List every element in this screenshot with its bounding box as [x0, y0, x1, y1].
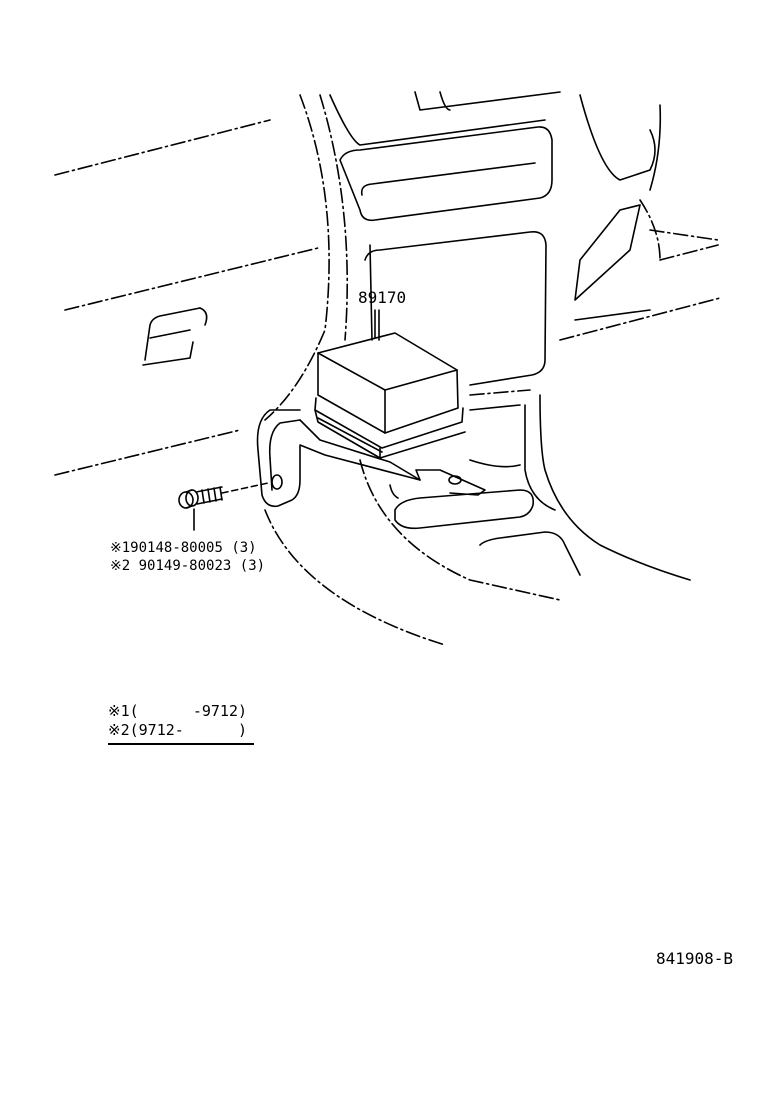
legend-2-range: (9712- ) [129, 721, 248, 739]
part-leader [374, 309, 380, 341]
bolt-callout-2: ※2 90149-80023 (3) [110, 557, 265, 575]
bolt-icon [178, 486, 223, 531]
mounting-bracket [256, 409, 486, 508]
part-number-label: 89170 [358, 288, 407, 307]
legend-1-mark: ※1 [108, 702, 130, 720]
relay-module-box [314, 332, 466, 459]
dashboard-panel-outline [54, 94, 721, 646]
bolt-2-mark: ※2 [110, 558, 131, 574]
bolt-1-part: 90148-80005 [130, 540, 223, 556]
legend-1-range: ( -9712) [129, 702, 248, 720]
legend-row-1: ※1( -9712) [108, 702, 254, 721]
legend-row-2: ※2(9712- ) [108, 721, 254, 740]
legend-2-mark: ※2 [108, 721, 130, 739]
center-console [329, 91, 691, 581]
bolt-1-qty: (3) [231, 540, 257, 556]
left-vent-outline [142, 307, 208, 366]
bolt-2-part: 90149-80023 [138, 558, 232, 574]
bolt-callout-1: ※190148-80005 (3) [110, 539, 257, 557]
diagram-reference-code: 841908-B [656, 949, 734, 968]
bolt-2-qty: (3) [239, 558, 266, 574]
bolt-axis-line [221, 482, 269, 494]
bolt-1-mark: ※1 [110, 540, 131, 556]
date-legend: ※1( -9712) ※2(9712- ) [108, 702, 254, 745]
legend-underline [108, 743, 254, 745]
